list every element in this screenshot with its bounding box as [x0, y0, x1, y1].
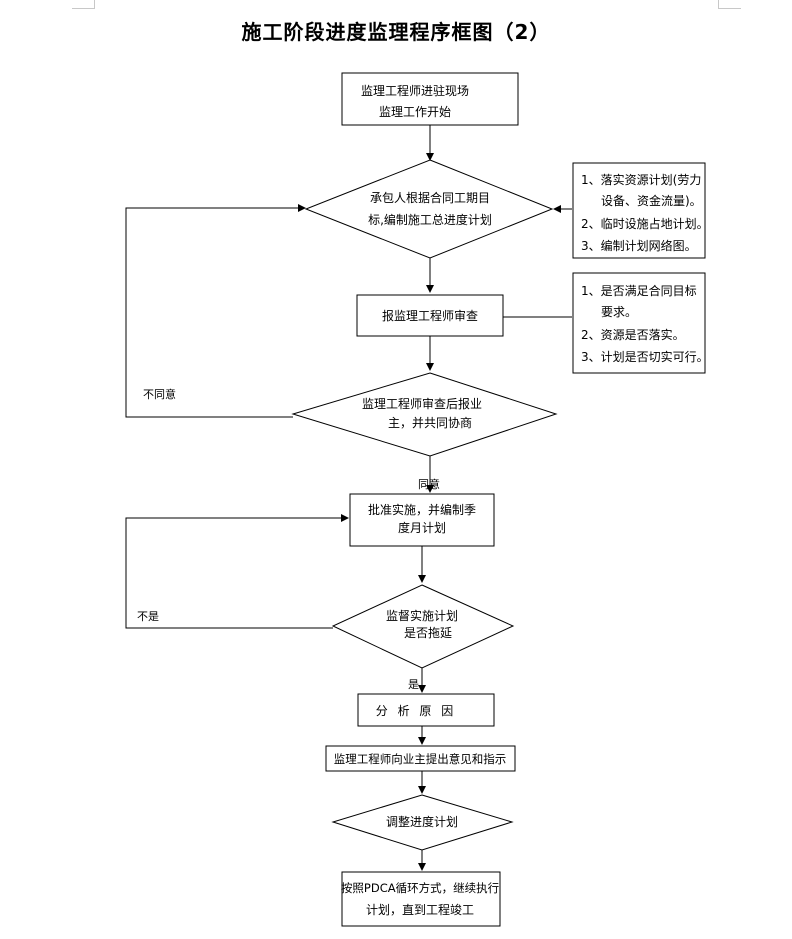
- node-start: 监理工程师进驻现场 监理工作开始: [341, 72, 519, 126]
- node-plan-line-1: 承包人根据合同工期目: [370, 190, 490, 205]
- label-no: 不是: [137, 610, 159, 623]
- node-analyze-line-1: 分 析 原 因: [376, 704, 456, 718]
- node-adjust: 调整进度计划: [331, 794, 514, 851]
- note-resources-line-3: 2、临时设施占地计划。: [581, 216, 709, 231]
- node-approve: 批准实施，并编制季 度月计划: [349, 493, 495, 547]
- node-approve-line-2: 度月计划: [398, 520, 446, 535]
- note-checks-line-2: 要求。: [601, 305, 637, 319]
- label-yes: 是: [408, 678, 419, 691]
- node-supervise-line-1: 监督实施计划: [386, 608, 458, 623]
- node-execute: 按照PDCA循环方式，继续执行 计划，直到工程竣工: [341, 871, 501, 927]
- node-review-line-1: 报监理工程师审查: [382, 308, 478, 323]
- node-supervise-line-2: 是否拖延: [404, 626, 452, 640]
- node-owner: 监理工程师审查后报业 主，并共同协商: [291, 372, 558, 457]
- node-owner-line-1: 监理工程师审查后报业: [362, 396, 482, 411]
- note-resources: 1、落实资源计划(劳力 设备、资金流量)。 2、临时设施占地计划。 3、编制计划…: [572, 162, 709, 259]
- note-checks-line-3: 2、资源是否落实。: [581, 327, 685, 342]
- node-execute-line-1: 按照PDCA循环方式，继续执行: [341, 881, 499, 895]
- note-resources-line-1: 1、落实资源计划(劳力: [581, 172, 701, 187]
- node-execute-line-2: 计划，直到工程竣工: [366, 902, 474, 917]
- connectors: [125, 125, 572, 871]
- node-propose-line-1: 监理工程师向业主提出意见和指示: [334, 752, 507, 766]
- note-checks: 1、是否满足合同目标 要求。 2、资源是否落实。 3、计划是否切实可行。: [572, 272, 709, 374]
- label-disagree: 不同意: [143, 387, 176, 401]
- node-plan-line-2: 标,编制施工总进度计划: [368, 212, 492, 227]
- node-owner-line-2: 主，并共同协商: [388, 415, 472, 430]
- node-supervise: 监督实施计划 是否拖延: [331, 584, 515, 669]
- loop-not-delayed: [125, 514, 349, 629]
- node-start-line-2: 监理工作开始: [379, 105, 451, 119]
- node-start-line-1: 监理工程师进驻现场: [361, 83, 469, 98]
- note-checks-line-1: 1、是否满足合同目标: [581, 283, 697, 298]
- node-adjust-line-1: 调整进度计划: [386, 814, 458, 829]
- label-agree: 同意: [418, 477, 440, 491]
- node-analyze: 分 析 原 因: [357, 693, 495, 727]
- node-review: 报监理工程师审查: [356, 294, 504, 337]
- node-plan: 承包人根据合同工期目 标,编制施工总进度计划: [304, 159, 554, 259]
- note-checks-line-4: 3、计划是否切实可行。: [581, 349, 709, 364]
- page-corner-mark-left: [72, 0, 95, 9]
- page-corner-mark-right: [718, 0, 741, 9]
- loop-disagree: [125, 204, 306, 418]
- node-approve-line-1: 批准实施，并编制季: [368, 502, 476, 517]
- node-propose: 监理工程师向业主提出意见和指示: [325, 745, 516, 772]
- diagram-title: 施工阶段进度监理程序框图（2）: [241, 20, 551, 44]
- note-resources-line-4: 3、编制计划网络图。: [581, 238, 697, 253]
- note-resources-line-2: 设备、资金流量)。: [601, 193, 702, 208]
